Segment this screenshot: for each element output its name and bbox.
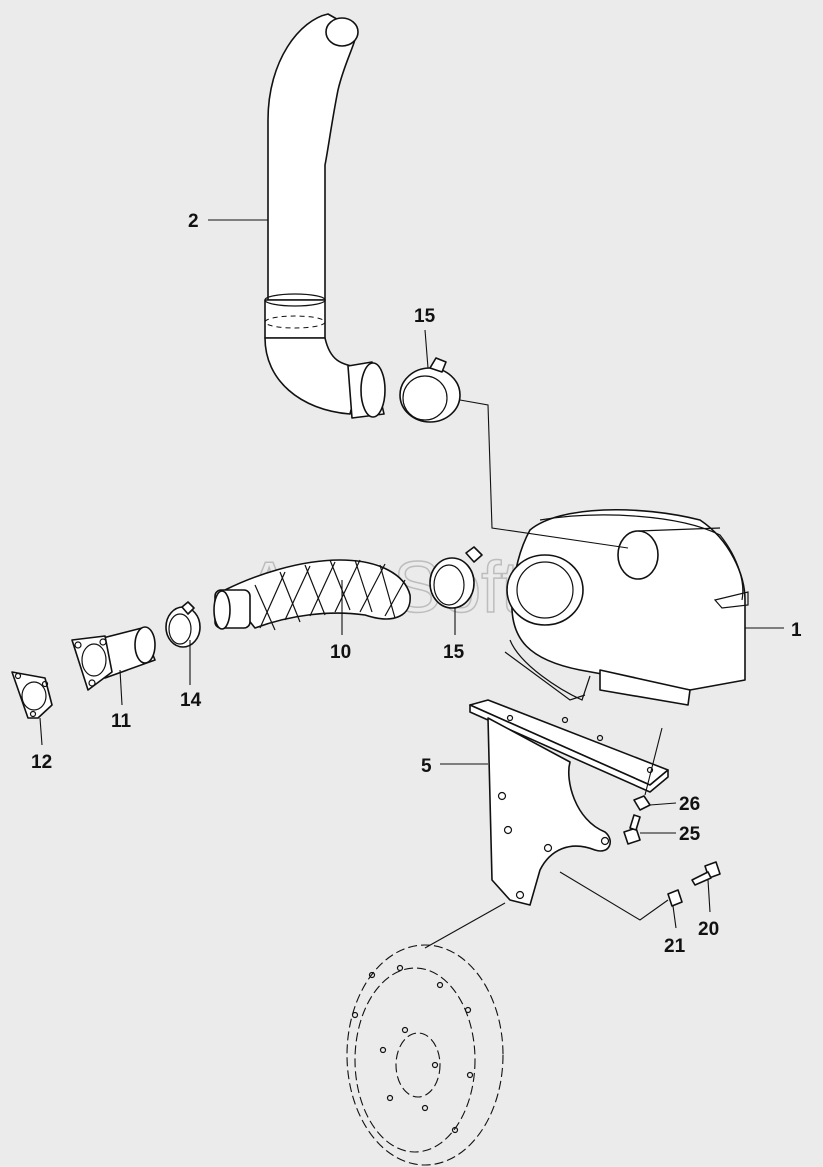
part-21-nut — [667, 889, 683, 907]
callout-5: 5 — [421, 756, 432, 777]
part-10-flex-hose — [213, 559, 411, 631]
callout-11: 11 — [111, 711, 132, 732]
callout-10: 10 — [330, 642, 351, 663]
callout-1: 1 — [791, 620, 802, 641]
part-25-bolt — [623, 814, 641, 845]
callout-15-lower: 15 — [443, 642, 465, 663]
callout-25: 25 — [679, 824, 701, 845]
leader-lines — [39, 219, 784, 949]
callout-12: 12 — [31, 752, 52, 773]
part-20-bolt — [691, 861, 721, 886]
part-12-gasket — [11, 671, 53, 719]
callout-21: 21 — [664, 936, 686, 957]
part-14-small-clamp — [165, 601, 201, 648]
callout-14: 14 — [180, 690, 202, 711]
part-15-hose-clamp-lower — [429, 546, 483, 609]
part-2-exhaust-pipe — [264, 13, 386, 419]
callout-15-upper: 15 — [414, 306, 436, 327]
flywheel-outline-ghost — [346, 944, 504, 1166]
part-26-nut — [633, 795, 651, 811]
part-5-bracket — [469, 699, 669, 906]
callout-20: 20 — [698, 919, 719, 940]
callout-26: 26 — [679, 794, 700, 815]
part-11-flange-pipe — [71, 626, 156, 691]
part-1-muffler — [504, 508, 749, 706]
callout-labels: 2 15 1 10 15 14 11 12 5 26 25 20 21 — [31, 211, 802, 957]
part-15-hose-clamp-upper — [399, 357, 461, 423]
callout-2: 2 — [188, 211, 199, 232]
